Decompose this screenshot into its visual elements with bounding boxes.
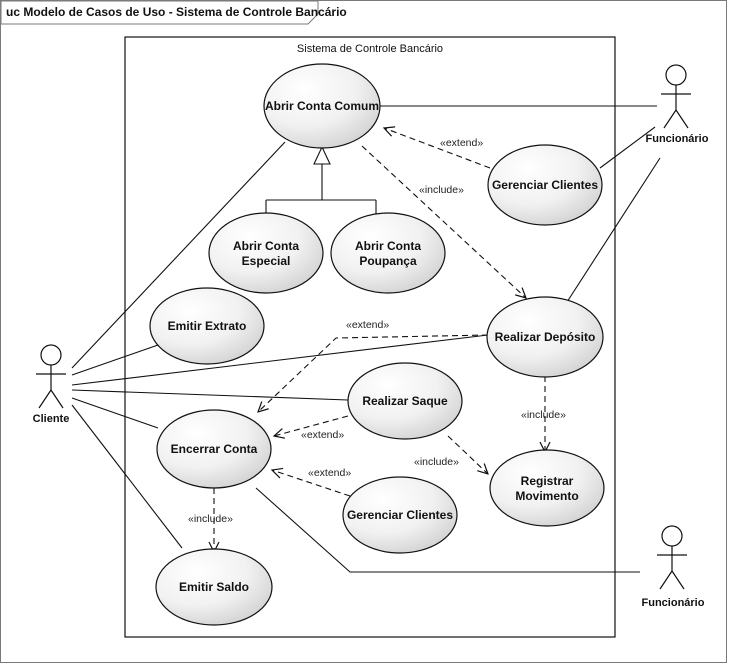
assoc-funcionario-realizar-deposito bbox=[566, 157, 661, 303]
extend-deposito-to-encerrar bbox=[258, 334, 489, 412]
extend-gerenciar-to-abrir bbox=[384, 128, 491, 169]
extend-label-1: «extend» bbox=[440, 137, 483, 149]
use-case-gerenciar-clientes-bottom[interactable]: Gerenciar Clientes bbox=[342, 476, 458, 554]
use-case-emitir-saldo[interactable]: Emitir Saldo bbox=[155, 548, 273, 626]
use-case-gerenciar-clientes-top[interactable]: Gerenciar Clientes bbox=[487, 144, 603, 226]
dependencies bbox=[214, 128, 545, 552]
generalization bbox=[265, 145, 377, 218]
use-case-abrir-conta-especial[interactable]: Abrir Conta Especial bbox=[208, 212, 324, 294]
actor-funcionario-top[interactable]: Funcionário bbox=[646, 64, 709, 145]
include-label-2: «include» bbox=[521, 409, 566, 421]
assoc-cliente-encerrar-conta bbox=[71, 397, 159, 429]
assoc-cliente-realizar-deposito bbox=[71, 334, 489, 386]
use-case-realizar-saque[interactable]: Realizar Saque bbox=[347, 362, 463, 440]
assoc-cliente-abrir-conta-comum bbox=[71, 141, 286, 369]
assoc-cliente-emitir-extrato bbox=[71, 344, 159, 376]
actor-head-icon bbox=[665, 64, 687, 86]
use-case-label: Abrir Conta Comum bbox=[265, 99, 379, 113]
include-label-3: «include» bbox=[414, 456, 459, 468]
extend-label-2: «extend» bbox=[346, 319, 389, 331]
assoc-cliente-realizar-saque bbox=[71, 389, 349, 401]
use-case-registrar-movimento[interactable]: Registrar Movimento bbox=[489, 449, 605, 527]
use-case-label: Gerenciar Clientes bbox=[492, 178, 598, 192]
extend-gerenciar-to-encerrar bbox=[272, 470, 351, 497]
use-case-abrir-conta-comum[interactable]: Abrir Conta Comum bbox=[263, 63, 381, 149]
include-label-4: «include» bbox=[188, 513, 233, 525]
use-case-abrir-conta-poupanca[interactable]: Abrir Conta Poupança bbox=[330, 212, 446, 294]
use-case-label: Gerenciar Clientes bbox=[347, 508, 453, 522]
system-boundary: Sistema de Controle Bancário bbox=[124, 36, 616, 638]
include-abrir-to-deposito bbox=[361, 145, 526, 298]
dependency-labels: «extend» «include» «extend» «include» «e… bbox=[188, 137, 566, 525]
include-saque-to-registrar bbox=[447, 435, 488, 474]
actor-head-icon bbox=[661, 525, 683, 547]
assoc-funcionario-gerenciar-clientes bbox=[599, 126, 656, 169]
use-case-label-line1: Abrir Conta bbox=[355, 239, 421, 253]
actor-funcionario-bottom[interactable]: Funcionário bbox=[642, 525, 705, 609]
actor-label: Funcionário bbox=[646, 133, 709, 145]
use-case-label: Emitir Extrato bbox=[168, 319, 247, 333]
assoc-cliente-emitir-saldo bbox=[71, 404, 183, 549]
generalization-arrowhead bbox=[313, 145, 331, 165]
use-case-label: Encerrar Conta bbox=[171, 442, 258, 456]
extend-saque-to-encerrar bbox=[274, 415, 349, 436]
system-title: Sistema de Controle Bancário bbox=[297, 43, 443, 55]
use-case-emitir-extrato[interactable]: Emitir Extrato bbox=[149, 287, 265, 365]
frame-title: uc Modelo de Casos de Uso - Sistema de C… bbox=[6, 5, 347, 19]
actor-cliente[interactable]: Cliente bbox=[33, 344, 70, 425]
frame-title-tab: uc Modelo de Casos de Uso - Sistema de C… bbox=[0, 0, 347, 25]
include-label-1: «include» bbox=[419, 184, 464, 196]
use-cases: Abrir Conta Comum Gerenciar Clientes Abr… bbox=[149, 63, 605, 626]
use-case-label-line1: Registrar bbox=[521, 474, 574, 488]
use-case-label-line2: Especial bbox=[242, 254, 291, 268]
use-case-encerrar-conta[interactable]: Encerrar Conta bbox=[156, 409, 272, 489]
use-case-label: Realizar Saque bbox=[362, 394, 448, 408]
use-case-label-line2: Poupança bbox=[359, 254, 417, 268]
use-case-realizar-deposito[interactable]: Realizar Depósito bbox=[486, 296, 604, 378]
actor-label: Funcionário bbox=[642, 597, 705, 609]
actor-label: Cliente bbox=[33, 413, 70, 425]
actor-head-icon bbox=[40, 344, 62, 366]
extend-label-3: «extend» bbox=[301, 429, 344, 441]
assoc-funcionario-encerrar-conta bbox=[255, 487, 640, 573]
use-case-label-line1: Abrir Conta bbox=[233, 239, 299, 253]
associations bbox=[71, 105, 661, 573]
use-case-label: Emitir Saldo bbox=[179, 580, 249, 594]
use-case-label: Realizar Depósito bbox=[495, 330, 596, 344]
use-case-label-line2: Movimento bbox=[515, 489, 578, 503]
extend-label-4: «extend» bbox=[308, 467, 351, 479]
